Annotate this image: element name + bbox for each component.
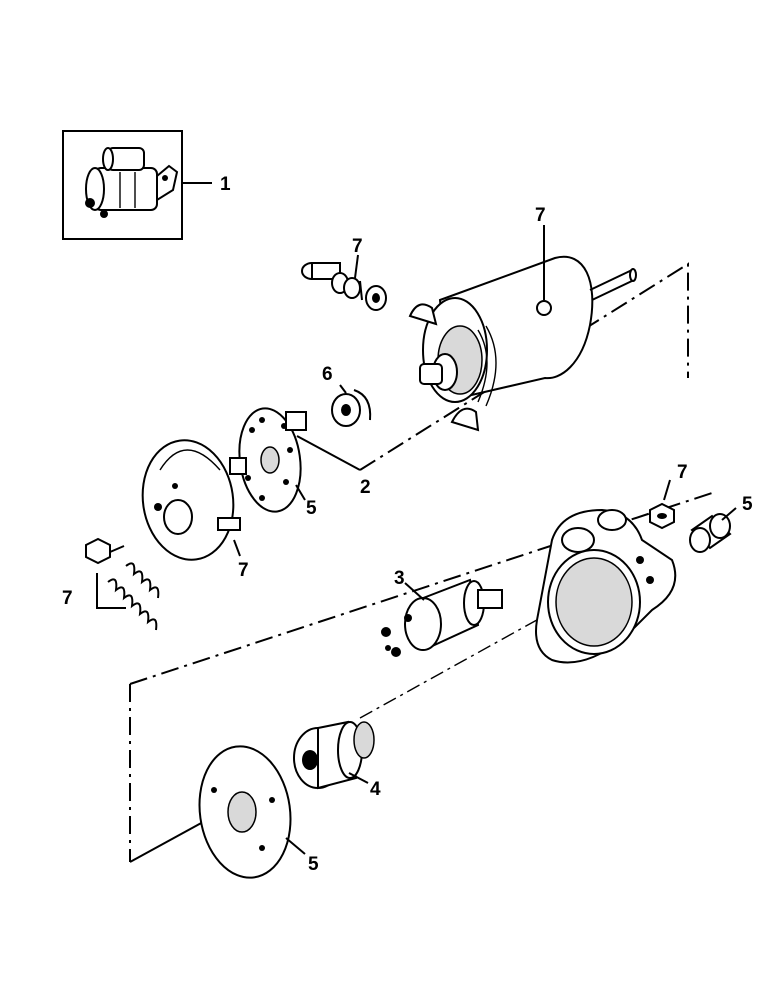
- leader-4: [348, 772, 369, 784]
- drive-end-housing: [535, 508, 677, 664]
- leader-7c: [233, 539, 241, 557]
- callout-5b: 5: [742, 494, 753, 515]
- starter-assembly-inset: 1: [62, 130, 231, 240]
- callout-2: 2: [360, 477, 371, 498]
- bush-nut: [331, 389, 372, 427]
- callout-3: 3: [394, 568, 405, 589]
- callout-7b: 7: [535, 205, 546, 226]
- callout-4: 4: [370, 779, 381, 800]
- callout-6: 6: [322, 364, 333, 385]
- leader-5b: [721, 507, 737, 521]
- small-nut: [649, 502, 675, 530]
- callout-7e: 7: [677, 462, 688, 483]
- leader-5a: [295, 484, 306, 501]
- callout-5c: 5: [308, 854, 319, 875]
- drive-pinion: [293, 720, 375, 790]
- group-frame-upper-link: [296, 435, 361, 471]
- bolt-washer-set: [301, 262, 387, 311]
- callout-7d: 7: [62, 588, 73, 609]
- end-cover: [141, 439, 241, 561]
- drive-end-plate: [198, 745, 292, 879]
- callout-7a: 7: [352, 236, 363, 257]
- leader-6: [339, 384, 347, 394]
- callout-1: 1: [220, 174, 231, 195]
- leader-5c: [285, 837, 306, 855]
- leader-7d: [96, 573, 126, 609]
- small-bush: [689, 513, 732, 553]
- leader-7e: [663, 479, 671, 501]
- inset-frame: [62, 130, 183, 240]
- callout-5a: 5: [306, 498, 317, 519]
- solenoid: [381, 578, 503, 657]
- motor-yoke-armature: [408, 255, 637, 432]
- brush-plate: [229, 407, 307, 513]
- callout-7c: 7: [238, 560, 249, 581]
- group-frame-upper: [359, 262, 689, 471]
- starter-assembly-illustration: [85, 147, 179, 218]
- leader-7a: [354, 254, 359, 279]
- leader-3: [404, 582, 425, 601]
- screw-spring: [85, 537, 160, 631]
